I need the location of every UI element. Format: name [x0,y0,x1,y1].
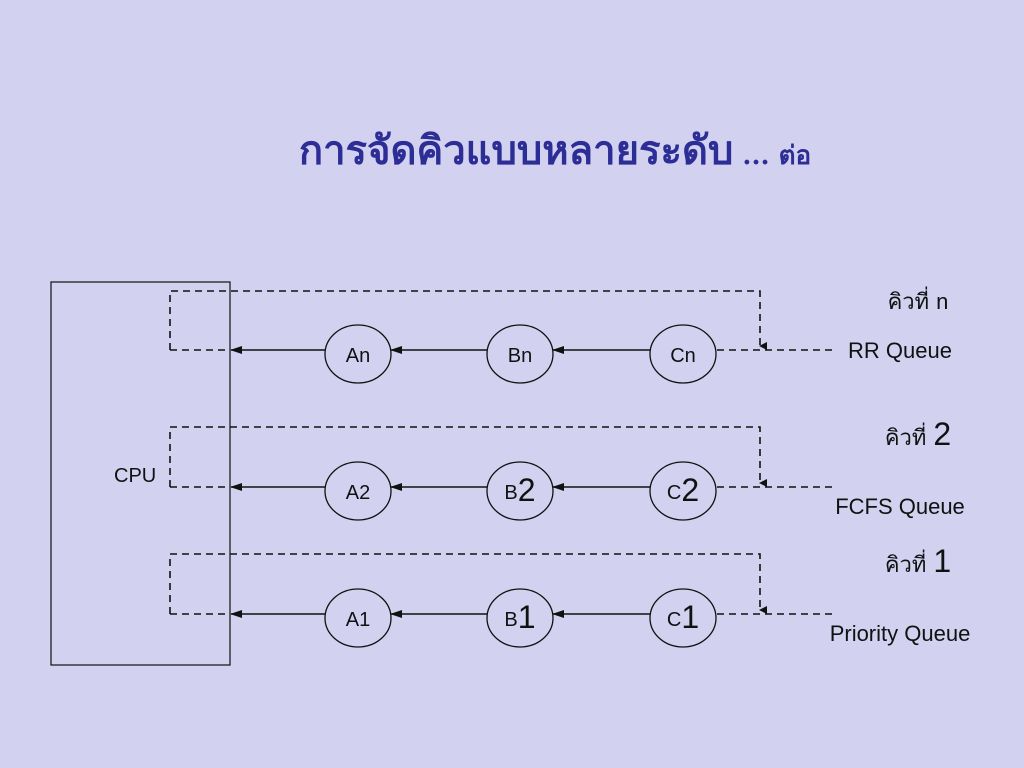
process-node-n-0 [324,324,392,384]
process-node-2-0 [324,461,392,521]
process-label-1-0: A1 [346,609,370,631]
queue-level-prefix: คิวที่ [888,286,937,315]
process-label-main: A1 [346,609,370,631]
process-label-big: 1 [518,599,536,635]
queue-row-n: An Bn Cn คิวที่ n RR Queue [169,286,952,384]
title-main: การจัดคิวแบบหลายระดับ [298,127,734,174]
queue-name-n: RR Queue [848,338,952,363]
title-suffix: ... ต่อ [733,141,812,171]
process-label-big: 2 [518,472,536,508]
process-label-big: 1 [681,599,699,635]
queue-name-2: FCFS Queue [835,494,965,519]
feedback-loop-2 [169,426,767,487]
queue-name-1: Priority Queue [830,621,971,646]
process-label-main: C [667,482,681,504]
queue-level-number: 2 [933,416,951,452]
process-label-2-1: B2 [504,472,535,508]
process-label-2-0: A2 [346,482,370,504]
process-label-main: B [504,482,517,504]
queue-level-number: 1 [933,543,951,579]
queue-level-label-n: คิวที่ n [888,286,949,315]
feedback-loop-n [169,290,767,350]
process-node-2-1 [486,461,554,521]
process-label-1-1: B1 [504,599,535,635]
slide-title: การจัดคิวแบบหลายระดับ ... ต่อ [0,118,1024,182]
process-label-main: B [504,609,517,631]
process-label-n-0: An [346,345,370,367]
cpu-label: CPU [114,465,156,487]
queue-level-label-2: คิวที่ 2 [885,416,951,452]
process-label-2-2: C2 [667,472,699,508]
queue-level-number: n [936,289,948,314]
process-label-main: An [346,345,370,367]
queue-level-prefix: คิวที่ [885,422,934,451]
process-label-n-2: Cn [670,345,696,367]
queue-level-label-1: คิวที่ 1 [885,543,951,579]
feedback-loop-1 [169,553,767,614]
process-label-1-2: C1 [667,599,699,635]
process-node-1-2 [649,588,717,648]
process-label-big: 2 [681,472,699,508]
process-node-n-1 [486,324,554,384]
process-node-1-0 [324,588,392,648]
process-label-n-1: Bn [508,345,532,367]
process-node-2-2 [649,461,717,521]
process-label-main: Cn [670,345,696,367]
process-label-main: C [667,609,681,631]
process-node-n-2 [649,324,717,384]
process-label-main: A2 [346,482,370,504]
queue-level-prefix: คิวที่ [885,549,934,578]
process-node-1-1 [486,588,554,648]
process-label-main: Bn [508,345,532,367]
cpu-box [50,281,231,666]
